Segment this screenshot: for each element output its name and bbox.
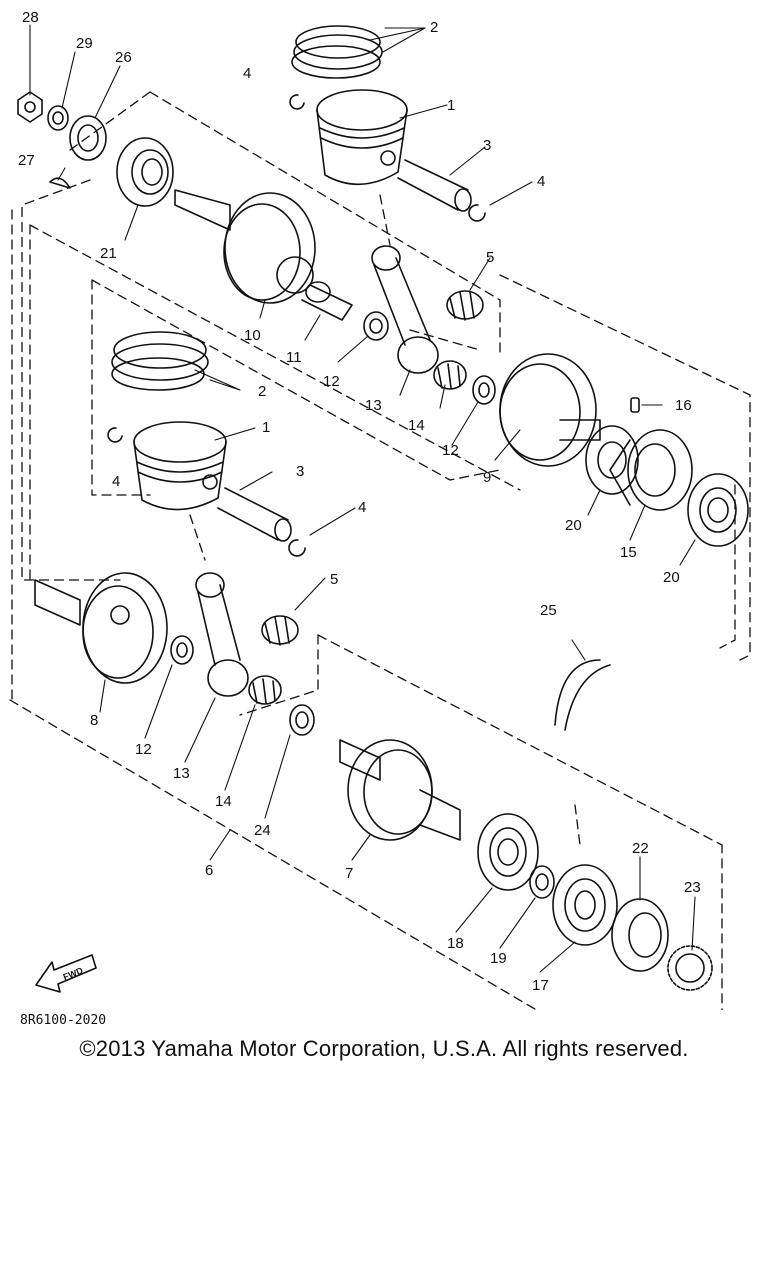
callout-7: 7	[345, 865, 353, 882]
upper-circlip-left	[289, 94, 305, 110]
callout-5-upper: 5	[486, 249, 494, 266]
callout-13-upper: 13	[365, 397, 382, 414]
callout-19: 19	[490, 950, 507, 967]
crank-pin-upper	[301, 281, 353, 321]
dowel-pin	[630, 397, 640, 413]
callout-27: 27	[18, 152, 35, 169]
callout-4-upper-right: 4	[537, 173, 545, 190]
upper-piston-pin	[397, 159, 472, 212]
crank-washer	[47, 105, 69, 131]
callout-4-lower-left: 4	[112, 473, 120, 490]
callout-17: 17	[532, 977, 549, 994]
lower-piston	[133, 421, 227, 511]
thrust-washer-upper-1	[363, 311, 389, 341]
callout-16: 16	[675, 397, 692, 414]
callout-14-lower: 14	[215, 793, 232, 810]
copyright-notice: ©2013 Yamaha Motor Corporation, U.S.A. A…	[79, 1036, 689, 1061]
callout-23: 23	[684, 879, 701, 896]
lower-circlip-right	[288, 539, 306, 557]
callout-12-lower: 12	[135, 741, 152, 758]
right-main-bearing-17	[552, 864, 618, 946]
callout-25: 25	[540, 602, 557, 619]
callout-4-upper-left: 4	[243, 65, 251, 82]
callout-6: 6	[205, 862, 213, 879]
spacer-19	[529, 865, 555, 899]
callout-29: 29	[76, 35, 93, 52]
upper-small-end-bearing	[446, 290, 484, 321]
callout-28: 28	[22, 9, 39, 26]
callout-20-right: 20	[663, 569, 680, 586]
upper-circlip-right	[468, 204, 486, 222]
callout-8: 8	[90, 712, 98, 729]
callout-labels: 28 29 26 27 21 2 4 1 3 4 10 11 5 12 13 1…	[18, 9, 701, 994]
center-crank-half	[499, 353, 601, 467]
callout-12-upper-2: 12	[442, 442, 459, 459]
lower-small-end-bearing	[261, 615, 299, 646]
callout-18: 18	[447, 935, 464, 952]
callout-11: 11	[286, 349, 302, 366]
crank-washer-24	[289, 704, 315, 736]
callout-15: 15	[620, 544, 637, 561]
right-crank-half	[339, 739, 461, 841]
callout-13-lower: 13	[173, 765, 190, 782]
callout-26: 26	[115, 49, 132, 66]
callout-3-lower: 3	[296, 463, 304, 480]
labyrinth-seal	[609, 429, 693, 511]
callout-3-upper: 3	[483, 137, 491, 154]
oil-seal-22	[611, 898, 669, 972]
upper-connecting-rod	[371, 245, 439, 374]
drive-sprocket-23	[667, 945, 713, 991]
lower-circlip-left	[107, 427, 123, 443]
lower-big-end-bearing	[248, 675, 282, 705]
callout-21: 21	[100, 245, 117, 262]
callout-22: 22	[632, 840, 649, 857]
thrust-washer-lower	[170, 635, 194, 665]
crank-oil-seal	[69, 115, 107, 161]
leader-lines	[29, 24, 696, 973]
drawing-code: 8R6100-2020	[20, 1013, 107, 1028]
upper-big-end-bearing	[433, 360, 467, 390]
callout-2-upper: 2	[430, 19, 438, 36]
callout-9: 9	[483, 469, 491, 486]
upper-piston	[316, 89, 408, 186]
woodruff-key	[49, 177, 71, 189]
center-bearing-left	[585, 425, 639, 495]
callout-5-lower: 5	[330, 571, 338, 588]
left-main-bearing	[116, 137, 174, 207]
callout-20-left: 20	[565, 517, 582, 534]
left-crank-half	[174, 189, 316, 304]
forward-arrow-icon: FWD	[35, 954, 97, 993]
crank-nut	[17, 91, 43, 123]
callout-14-upper: 14	[408, 417, 425, 434]
upper-piston-rings	[291, 25, 383, 79]
callout-12-upper-1: 12	[323, 373, 340, 390]
callout-1-lower: 1	[262, 419, 270, 436]
callout-10: 10	[244, 327, 261, 344]
thrust-washer-upper-2	[472, 375, 496, 405]
assembly-dash-lines	[9, 91, 751, 1010]
callout-4-lower-right: 4	[358, 499, 366, 516]
half-ring-clip	[554, 659, 611, 731]
callout-1-upper: 1	[447, 97, 455, 114]
lower-crank-half	[34, 572, 168, 684]
center-bearing-right	[687, 473, 749, 547]
lower-piston-pin	[217, 487, 292, 542]
lower-piston-rings	[111, 331, 209, 391]
callout-2-lower: 2	[258, 383, 266, 400]
callout-24: 24	[254, 822, 271, 839]
crankshaft-exploded-diagram: 28 29 26 27 21 2 4 1 3 4 10 11 5 12 13 1…	[9, 9, 751, 1010]
lower-connecting-rod	[195, 572, 249, 697]
right-main-bearing-18	[477, 813, 539, 891]
